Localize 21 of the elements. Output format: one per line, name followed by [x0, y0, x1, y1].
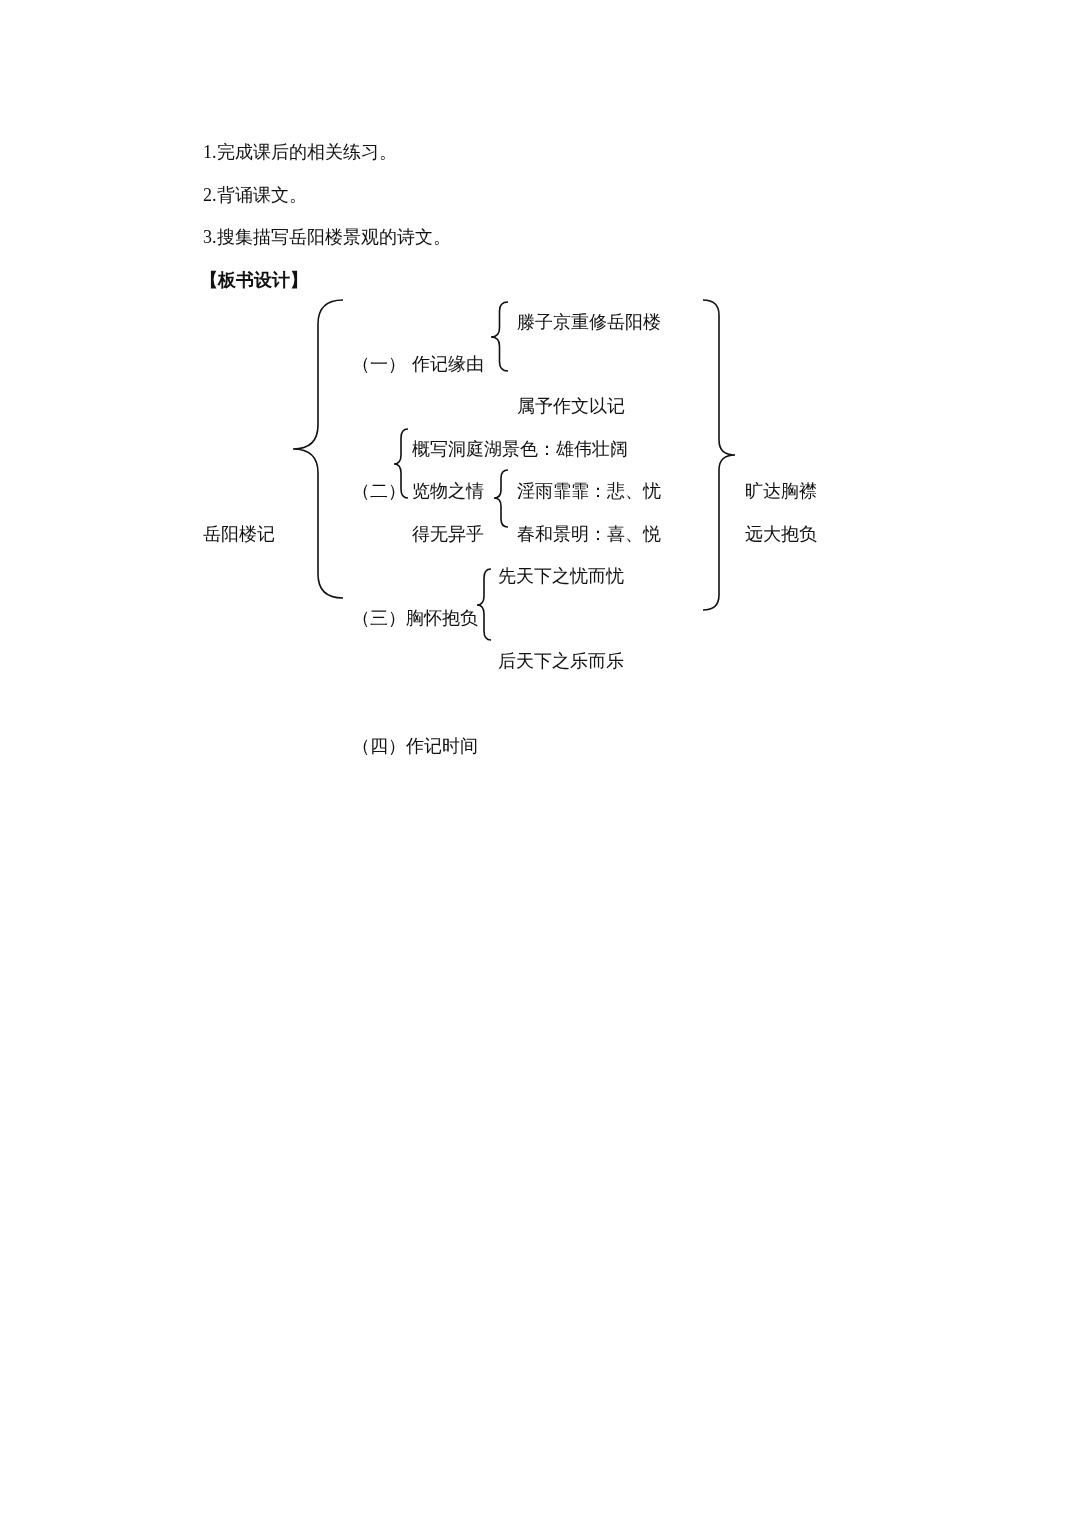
outline-text: 远大抱负 [745, 525, 817, 543]
task-item: 3.搜集描写岳阳楼景观的诗文。 [203, 228, 451, 246]
outline-text: 滕子京重修岳阳楼 [517, 313, 661, 331]
outline-text: 先天下之忧而忧 [498, 567, 624, 585]
outline-text: （一） [352, 355, 406, 373]
outline-text: 作记缘由 [412, 355, 484, 373]
outline-text: 旷达胸襟 [745, 482, 817, 500]
outline-text: 览物之情 [412, 482, 484, 500]
outline-text: 春和景明：喜、悦 [517, 525, 661, 543]
outline-text: 后天下之乐而乐 [498, 652, 624, 670]
outline-text: 淫雨霏霏：悲、忧 [517, 482, 661, 500]
task-item: 1.完成课后的相关练习。 [203, 143, 397, 161]
outline-text: （四）作记时间 [352, 737, 478, 755]
outline-text: 属予作文以记 [517, 397, 625, 415]
section-heading: 【板书设计】 [200, 271, 308, 289]
outline-text: （二） [352, 482, 406, 500]
outline-text: 得无异乎 [412, 525, 484, 543]
outline-text: 岳阳楼记 [203, 525, 275, 543]
task-item: 2.背诵课文。 [203, 186, 307, 204]
outline-text: 概写洞庭湖景色：雄伟壮阔 [412, 440, 628, 458]
outline-text: （三）胸怀抱负 [352, 609, 478, 627]
